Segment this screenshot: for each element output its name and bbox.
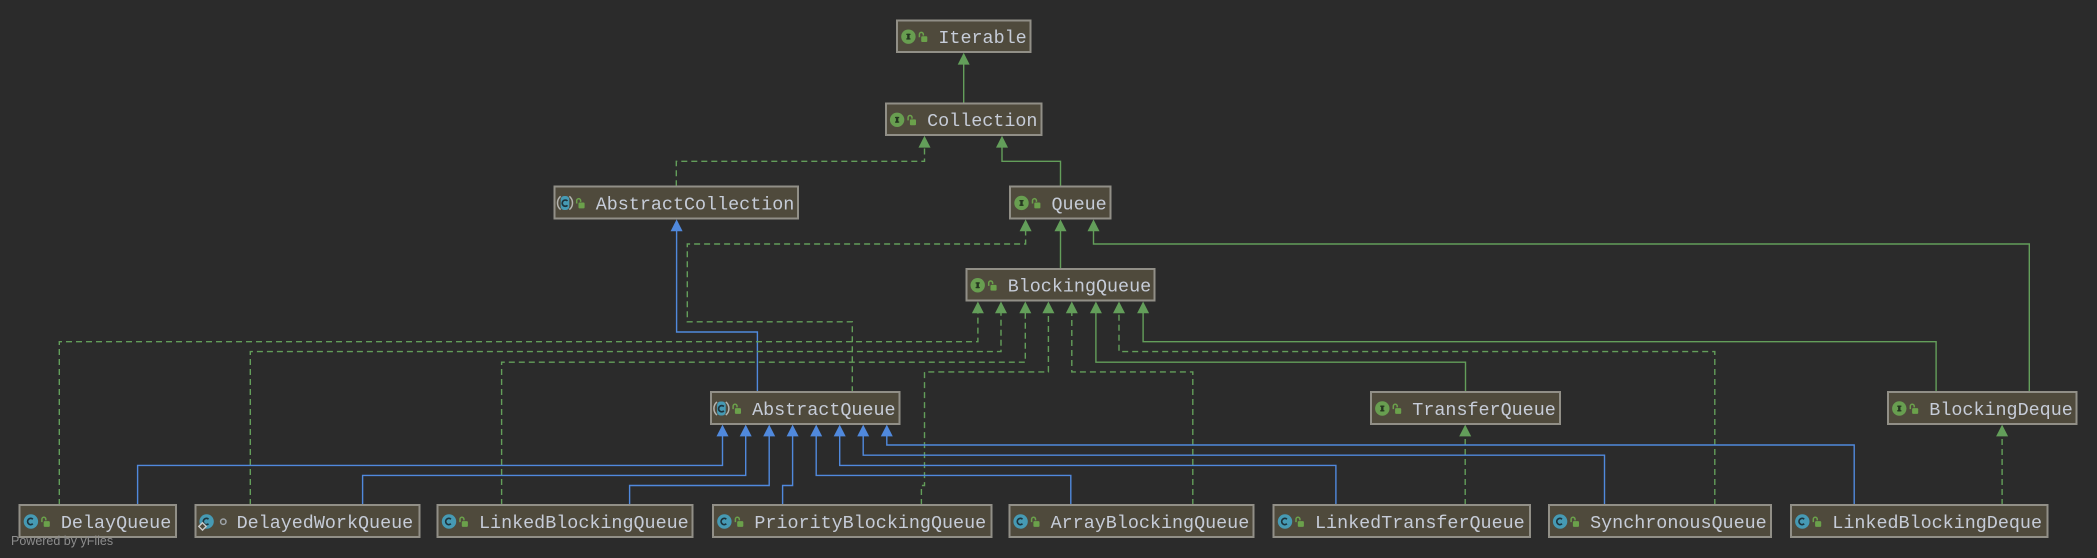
svg-text:LinkedBlockingQueue: LinkedBlockingQueue bbox=[479, 513, 689, 534]
svg-text:SynchronousQueue: SynchronousQueue bbox=[1590, 513, 1767, 534]
svg-text:ArrayBlockingQueue: ArrayBlockingQueue bbox=[1051, 513, 1250, 534]
svg-text:TransferQueue: TransferQueue bbox=[1412, 400, 1555, 421]
svg-text:DelayQueue: DelayQueue bbox=[61, 513, 171, 534]
svg-text:BlockingQueue: BlockingQueue bbox=[1008, 277, 1151, 298]
svg-text:Iterable: Iterable bbox=[938, 28, 1026, 49]
svg-text:LinkedTransferQueue: LinkedTransferQueue bbox=[1315, 513, 1525, 534]
svg-text:PriorityBlockingQueue: PriorityBlockingQueue bbox=[754, 513, 986, 534]
svg-text:AbstractCollection: AbstractCollection bbox=[596, 194, 795, 215]
svg-text:AbstractQueue: AbstractQueue bbox=[752, 400, 895, 421]
svg-text:Queue: Queue bbox=[1052, 194, 1107, 215]
svg-text:BlockingDeque: BlockingDeque bbox=[1929, 400, 2072, 421]
svg-text:Powered by yFiles: Powered by yFiles bbox=[11, 534, 113, 548]
svg-text:Collection: Collection bbox=[927, 111, 1037, 132]
svg-text:DelayedWorkQueue: DelayedWorkQueue bbox=[237, 513, 414, 534]
svg-text:LinkedBlockingDeque: LinkedBlockingDeque bbox=[1832, 513, 2042, 534]
